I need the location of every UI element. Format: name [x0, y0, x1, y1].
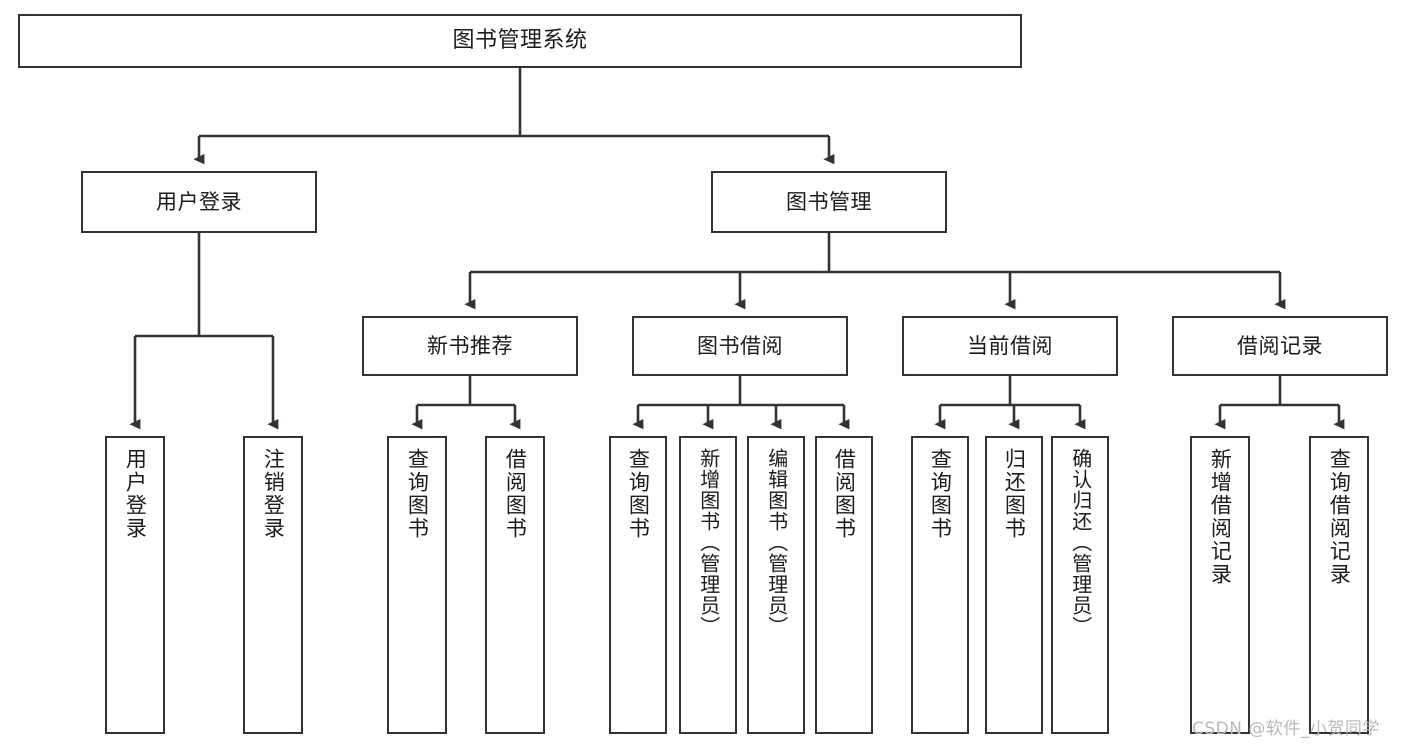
node-l1-login[interactable]: 用户登录	[81, 171, 317, 233]
node-label: 图书管理系统	[452, 28, 588, 54]
node-l3-b2[interactable]: 借阅图书	[485, 436, 545, 734]
node-label: 借阅图书	[503, 448, 528, 540]
node-label: 借阅图书	[832, 448, 857, 540]
node-l2-borrow[interactable]: 图书借阅	[632, 316, 848, 376]
node-l2-current[interactable]: 当前借阅	[902, 316, 1118, 376]
node-l2-new[interactable]: 新书推荐	[362, 316, 578, 376]
node-l3-c1[interactable]: 查询图书	[609, 436, 667, 734]
node-l3-d2[interactable]: 归还图书	[985, 436, 1043, 734]
node-label: 查询图书	[405, 448, 430, 540]
node-label: 查询图书	[626, 448, 651, 540]
node-l3-e1[interactable]: 新增借阅记录	[1190, 436, 1250, 734]
node-label: 归还图书	[1002, 448, 1027, 540]
node-label: 图书管理	[786, 189, 872, 214]
node-l3-a1[interactable]: 用户登录	[105, 436, 165, 734]
node-l3-b1[interactable]: 查询图书	[387, 436, 447, 734]
node-l3-a2[interactable]: 注销登录	[243, 436, 303, 734]
node-root[interactable]: 图书管理系统	[18, 14, 1022, 68]
node-label: 借阅记录	[1237, 333, 1323, 358]
node-l3-c4[interactable]: 借阅图书	[815, 436, 873, 734]
node-label: 用户登录	[156, 189, 242, 214]
node-l3-d1[interactable]: 查询图书	[911, 436, 969, 734]
node-l3-c3[interactable]: 编辑图书（管理员）	[747, 436, 805, 734]
node-l1-book[interactable]: 图书管理	[711, 171, 947, 233]
node-l3-d3[interactable]: 确认归还（管理员）	[1051, 436, 1109, 734]
node-label: 编辑图书（管理员）	[764, 448, 789, 637]
node-label: 图书借阅	[697, 333, 783, 358]
node-label: 确认归还（管理员）	[1068, 448, 1093, 637]
node-label: 查询图书	[928, 448, 953, 540]
node-l3-e2[interactable]: 查询借阅记录	[1309, 436, 1369, 734]
node-l3-c2[interactable]: 新增图书（管理员）	[679, 436, 737, 734]
node-label: 当前借阅	[967, 333, 1053, 358]
node-l2-record[interactable]: 借阅记录	[1172, 316, 1388, 376]
watermark-csdn: CSDN @软件_小贺同学	[1192, 719, 1380, 739]
node-label: 新增借阅记录	[1208, 448, 1233, 586]
node-label: 新书推荐	[427, 333, 513, 358]
node-label: 注销登录	[261, 448, 286, 540]
node-label: 用户登录	[123, 448, 148, 540]
node-label: 查询借阅记录	[1327, 448, 1352, 586]
node-label: 新增图书（管理员）	[696, 448, 721, 637]
